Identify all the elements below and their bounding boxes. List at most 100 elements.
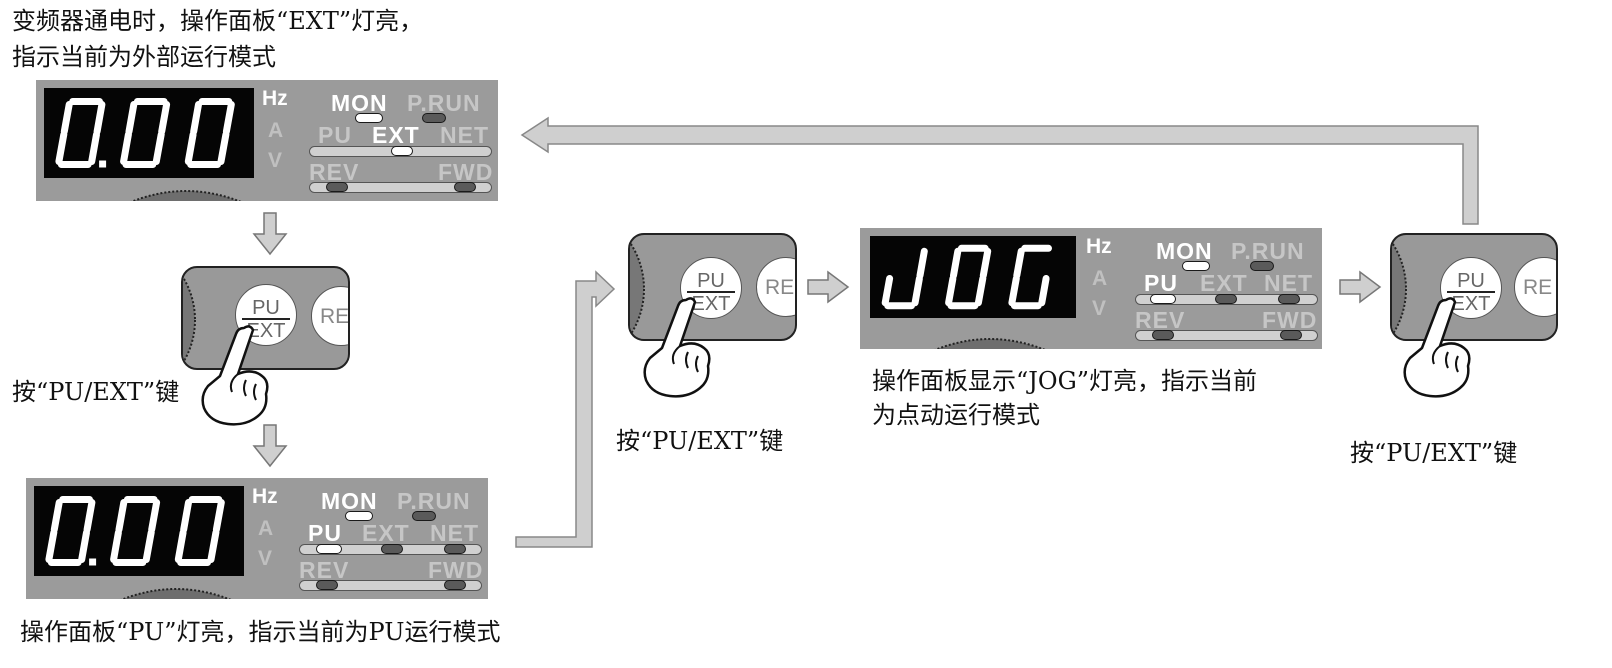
connector-arrow-pu-to-jog-key [515, 270, 616, 548]
unit-hz-label: Hz [262, 87, 288, 110]
unit-v-label: V [268, 149, 283, 172]
indicator-mon: MON [321, 488, 378, 514]
indicator-net: NET [430, 520, 479, 546]
led-fwd [454, 182, 476, 192]
indicator-fwd: FWD [438, 159, 494, 185]
indicator-prun: P.RUN [407, 90, 481, 116]
step3-caption-line1: 操作面板显示“JOG”灯亮，指示当前 [872, 367, 1258, 395]
indicator-rev: REV [299, 557, 350, 583]
pu-ext-key-top-label: PU [1457, 270, 1485, 292]
segment-c [88, 131, 100, 165]
indicator-fwd: FWD [1262, 307, 1318, 333]
indicator-net: NET [440, 122, 489, 148]
pu-ext-key-divider [687, 291, 735, 293]
rev-key-label: RE [1523, 276, 1553, 299]
indicator-ext: EXT [372, 122, 420, 148]
led-prun [422, 113, 446, 123]
segment-c [152, 131, 165, 165]
led-prun [412, 511, 436, 521]
segment-c [911, 275, 923, 307]
press-key-caption-1: 按“PU/EXT”键 [12, 378, 180, 406]
dial-edge [630, 240, 645, 338]
indicator-pu: PU [318, 122, 352, 148]
dial-knob-edge [934, 338, 1046, 349]
segment-f [180, 499, 192, 533]
step1-caption-line2: 指示当前为外部运行模式 [12, 43, 276, 71]
step3-caption-line2: 为点动运行模式 [872, 401, 1040, 429]
segment-f [125, 101, 138, 135]
led-pu [1150, 294, 1176, 304]
segment-c [974, 275, 987, 307]
segment-c [217, 131, 230, 165]
segment-e [110, 529, 122, 563]
step2-caption: 操作面板“PU”灯亮，指示当前为PU运行模式 [20, 618, 501, 646]
display-panel-pu-mode: Hz A V MON P.RUN PU EXT NET REV FWD [26, 478, 488, 599]
seven-segment-readout [55, 98, 235, 168]
led-rev [326, 182, 348, 192]
indicator-ext: EXT [362, 520, 410, 546]
right-arrow-to-jog-panel [807, 270, 850, 304]
seven-segment-readout [881, 244, 1052, 310]
pressing-hand-icon [1403, 297, 1471, 398]
segment-c [207, 529, 220, 563]
segment-b [158, 101, 171, 135]
segment-c [78, 529, 90, 563]
unit-a-label: A [258, 517, 274, 540]
right-arrow-to-key-panel-3 [1339, 270, 1382, 304]
key-panel-2: PU EXT RE [628, 233, 797, 341]
dial-edge [183, 275, 196, 365]
pu-ext-key-divider [1447, 291, 1495, 293]
seven-segment-readout [45, 496, 225, 566]
segment-b [222, 101, 235, 135]
display-panel-jog-mode: Hz A V MON P.RUN PU EXT NET REV FWD [860, 228, 1322, 349]
unit-v-label: V [1092, 297, 1107, 320]
unit-a-label: A [1092, 267, 1108, 290]
lcd-screen [44, 88, 254, 178]
rev-key-label: RE [765, 276, 795, 299]
pu-ext-key-bottom-label: EXT [246, 320, 286, 342]
indicator-pu: PU [1144, 270, 1178, 296]
pu-ext-key-divider [242, 318, 290, 320]
unit-v-label: V [258, 547, 273, 570]
return-arrow-to-ext-panel [520, 116, 1479, 225]
down-arrow-1 [252, 212, 288, 256]
segment-b [979, 247, 992, 279]
pu-ext-key[interactable]: PU EXT [680, 257, 742, 319]
pressing-hand-icon [643, 297, 711, 398]
indicator-rev: REV [309, 159, 360, 185]
led-ext [1215, 294, 1237, 304]
lcd-screen [870, 236, 1076, 318]
unit-hz-label: Hz [1086, 235, 1112, 258]
led-rev [1152, 330, 1174, 340]
indicator-prun: P.RUN [1231, 238, 1305, 264]
seven-segment-digit [945, 244, 992, 310]
segment-f [950, 247, 962, 279]
rev-key[interactable]: RE [756, 257, 795, 317]
indicator-bar-row2 [1135, 330, 1318, 341]
seven-segment-digit [184, 98, 235, 168]
led-prun [1250, 261, 1274, 271]
segment-e [1008, 275, 1020, 307]
decimal-point [89, 558, 97, 566]
pu-ext-key-bottom-label: EXT [691, 293, 731, 315]
step1-caption-line1: 变频器通电时，操作面板“EXT”灯亮， [12, 7, 424, 35]
led-ext [391, 146, 413, 156]
seven-segment-digit [881, 247, 928, 310]
indicator-mon: MON [1156, 238, 1213, 264]
segment-b [212, 499, 225, 533]
rev-key[interactable]: RE [1514, 257, 1556, 317]
indicator-rev: REV [1135, 307, 1186, 333]
pu-ext-key-bottom-label: EXT [1451, 293, 1491, 315]
pressing-hand-icon [201, 325, 269, 426]
seven-segment-digit [55, 98, 107, 168]
segment-c [142, 529, 155, 563]
segment-f [190, 101, 202, 135]
dial-edge [1392, 240, 1407, 338]
unit-a-label: A [268, 119, 284, 142]
indicator-pu: PU [308, 520, 342, 546]
seven-segment-digit [1008, 244, 1052, 310]
unit-hz-label: Hz [252, 485, 278, 508]
pu-ext-key-top-label: PU [697, 270, 725, 292]
